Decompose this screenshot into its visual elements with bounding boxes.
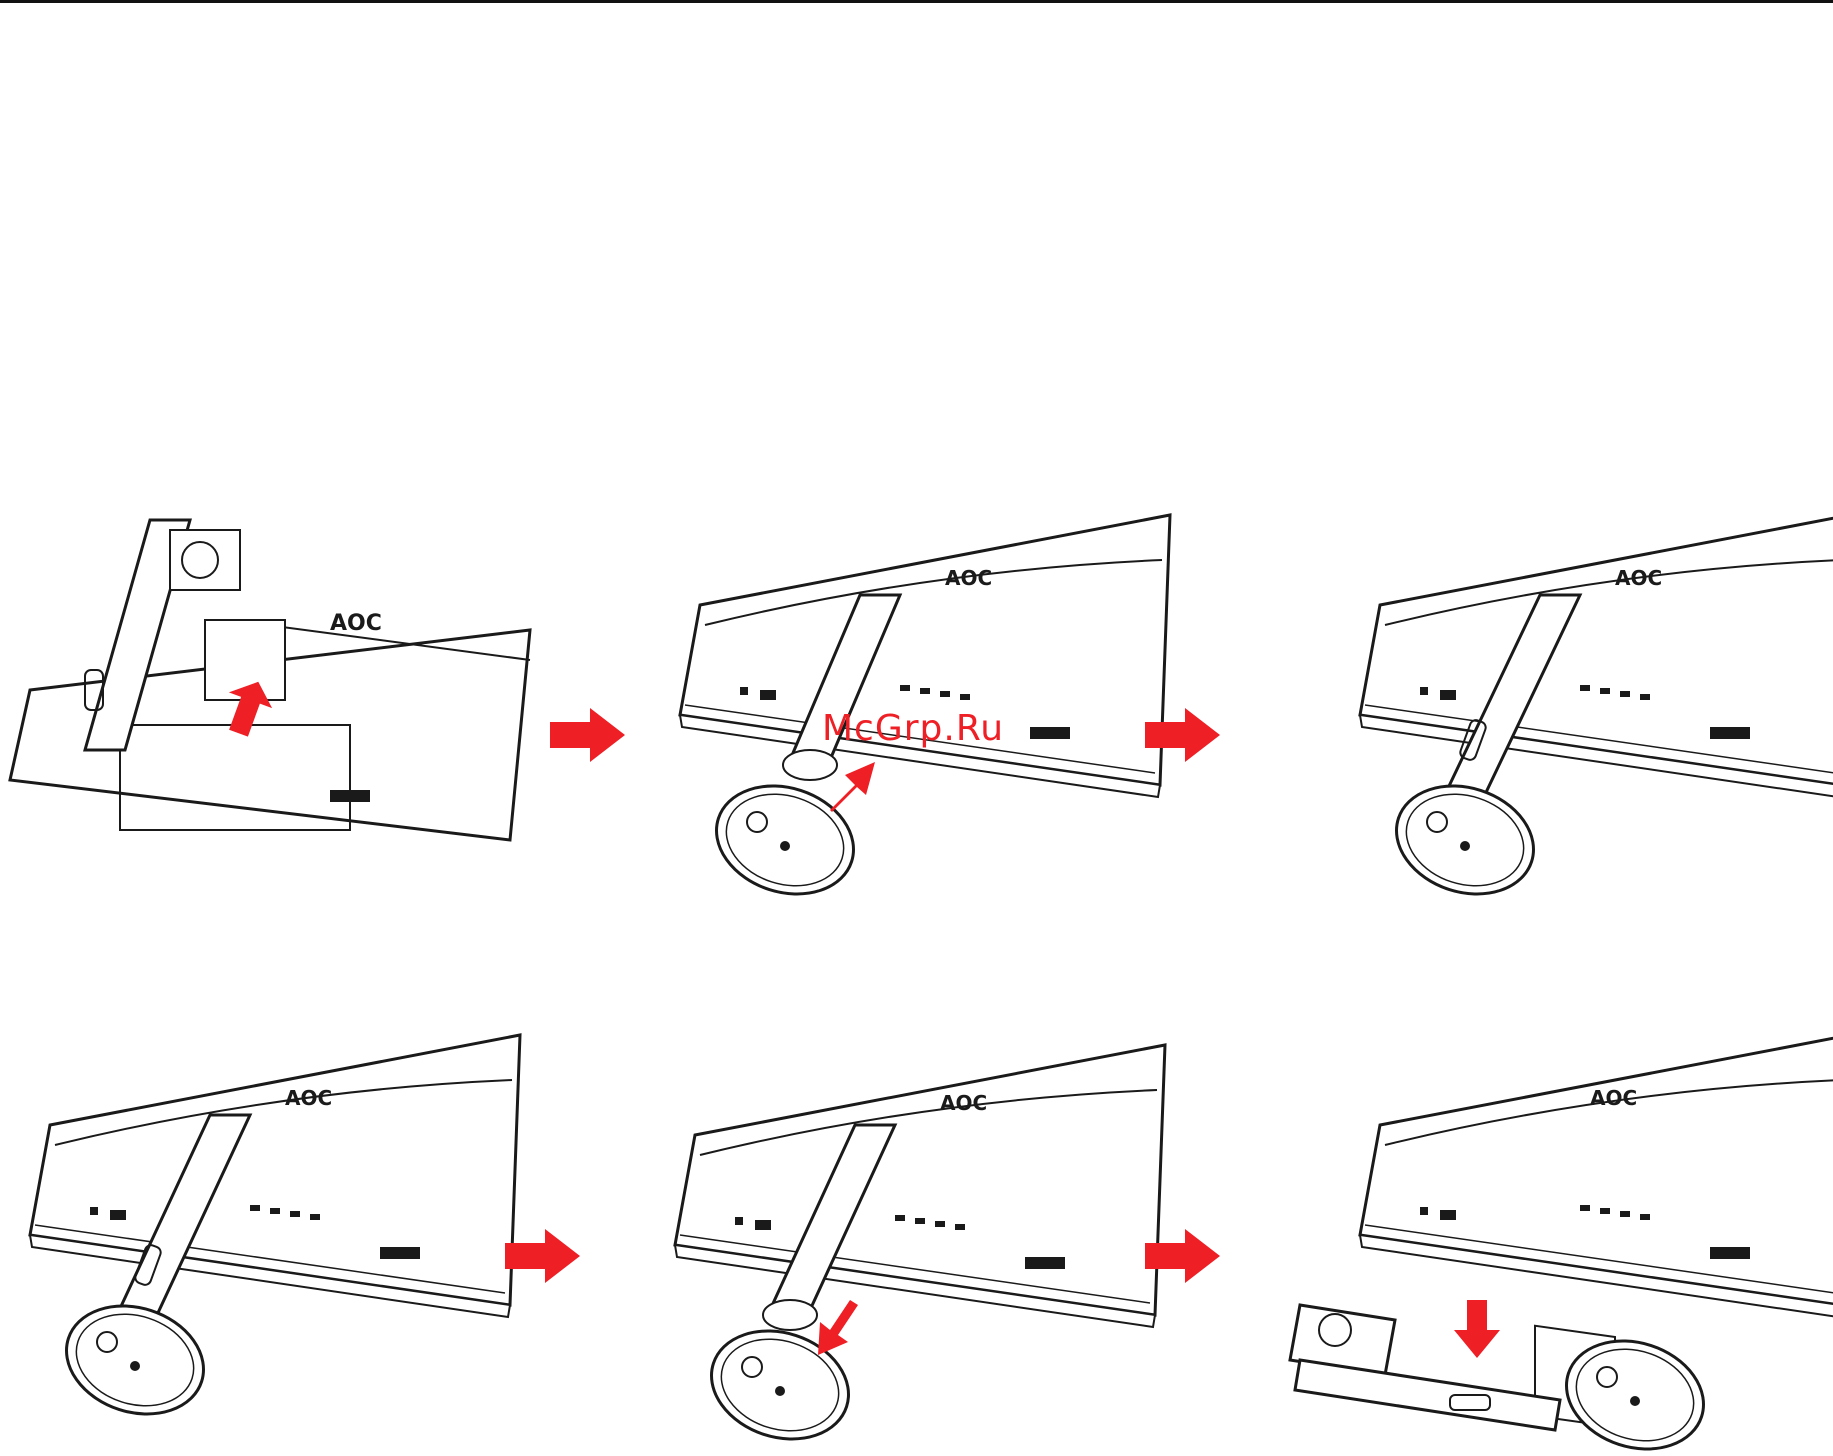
- step-5-illustration: AOC: [675, 1045, 1165, 1456]
- aoc-logo-2: AOC: [945, 566, 992, 590]
- aoc-logo-1: AOC: [330, 611, 382, 636]
- aoc-logo-5: AOC: [940, 1091, 987, 1115]
- step-1-illustration: AOC: [10, 520, 530, 840]
- aoc-logo-3: AOC: [1615, 566, 1662, 590]
- arrow-down-left-icon: [818, 1300, 858, 1355]
- aoc-logo-6: AOC: [1590, 1086, 1637, 1110]
- step-4-illustration: AOC: [30, 1035, 520, 1431]
- arrow-right-icon: [505, 1229, 580, 1283]
- arrow-right-icon: [550, 708, 625, 762]
- watermark-text: McGrp.Ru: [822, 708, 1004, 749]
- step-3-illustration: AOC: [1360, 515, 1833, 911]
- step-6-illustration: AOC: [1290, 1035, 1833, 1456]
- arrow-down-icon: [1454, 1300, 1500, 1358]
- aoc-logo-4: AOC: [285, 1086, 332, 1110]
